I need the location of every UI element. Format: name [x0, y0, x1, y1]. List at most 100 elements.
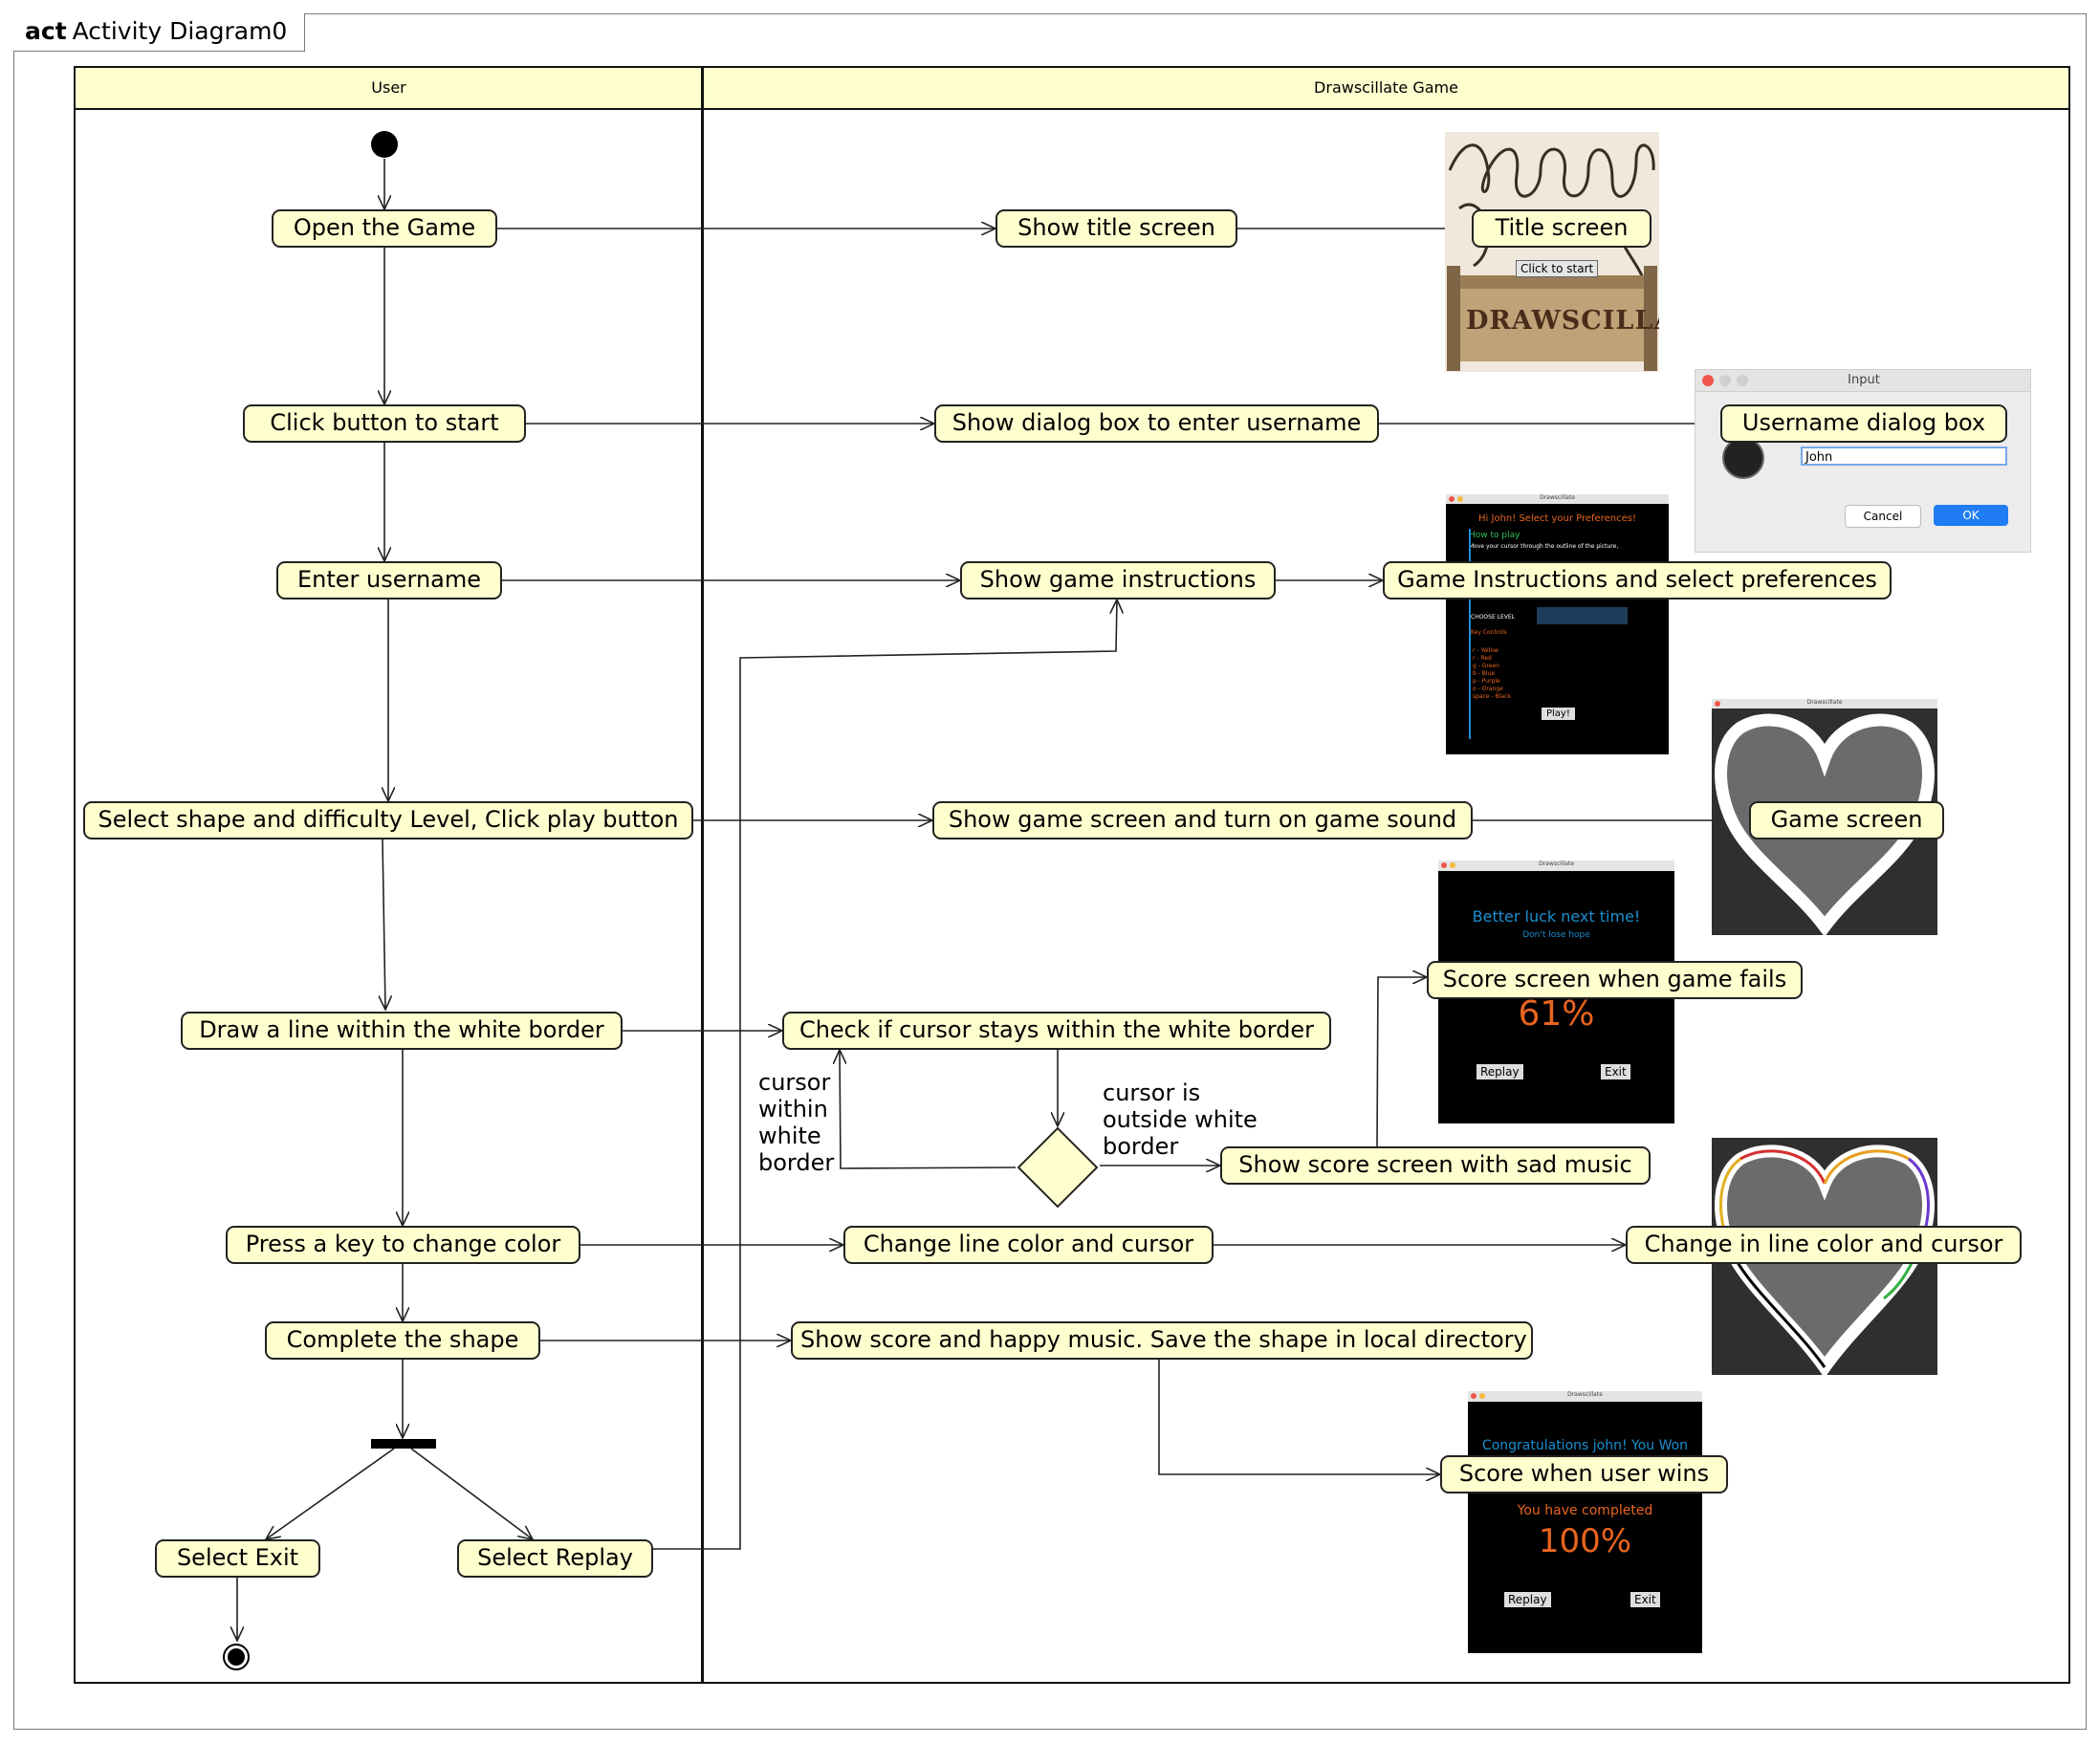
flow-decision-inside [840, 1050, 1017, 1169]
minimize-dot-icon[interactable] [1457, 496, 1463, 502]
node-color-change-screen: Change in line color and cursor [1626, 1226, 2022, 1264]
win-window-title: Drawscillate [1567, 1391, 1603, 1398]
action-select-replay: Select Replay [457, 1539, 653, 1578]
node-username-dialog: Username dialog box [1720, 404, 2007, 443]
lane-header-user: User [76, 68, 702, 110]
fail-window-title: Drawscillate [1539, 861, 1574, 867]
action-show-game-screen: Show game screen and turn on game sound [932, 801, 1473, 839]
win-titlebar: Drawscillate [1468, 1391, 1702, 1402]
action-complete-shape: Complete the shape [265, 1321, 540, 1360]
swimlane-container [74, 66, 2070, 1684]
key-item: g - Green [1473, 663, 1499, 669]
guard-outside-border: cursor is outside white border [1103, 1079, 1258, 1160]
java-app-icon [1722, 437, 1764, 479]
instructions-how-to-play: How to play [1469, 531, 1520, 540]
key-item: b - Blue [1473, 670, 1496, 677]
fail-titlebar: Drawscillate [1438, 861, 1674, 871]
fork-bar [371, 1439, 436, 1449]
minimize-dot-icon[interactable] [1719, 375, 1731, 386]
key-item: r - Red [1473, 655, 1492, 662]
dialog-cancel-button[interactable]: Cancel [1845, 505, 1921, 528]
dialog-username-input[interactable]: John [1801, 447, 2007, 466]
frame-title: Activity Diagram0 [72, 17, 288, 45]
instructions-titlebar: Drawscillate [1446, 494, 1669, 504]
action-show-instructions: Show game instructions [960, 561, 1276, 600]
win-score: 100% [1538, 1522, 1632, 1560]
instructions-window-title: Drawscillate [1540, 494, 1575, 501]
instructions-body: Move your cursor through the outline of … [1469, 543, 1619, 550]
action-select-exit: Select Exit [155, 1539, 320, 1578]
fail-headline: Better luck next time! [1472, 907, 1641, 926]
close-dot-icon[interactable] [1471, 1393, 1477, 1399]
action-select-shape: Select shape and difficulty Level, Click… [83, 801, 693, 839]
maze-doodle-image [1447, 143, 1657, 371]
guard-inside-border: cursor within white border [758, 1069, 835, 1176]
instructions-greeting: Hi John! Select your Preferences! [1478, 513, 1636, 524]
lane-divider [701, 68, 704, 1682]
key-item: p - Purple [1473, 678, 1500, 685]
flow-fork-exit [266, 1448, 395, 1539]
close-dot-icon[interactable] [1715, 701, 1720, 707]
dialog-title: Input [1848, 373, 1880, 387]
win-score-thumbnail: Drawscillate Congratulations john! You W… [1468, 1391, 1702, 1653]
action-check-cursor: Check if cursor stays within the white b… [782, 1012, 1331, 1050]
action-show-title: Show title screen [995, 209, 1237, 248]
node-title-screen: Title screen [1472, 209, 1652, 248]
fail-score: 61% [1518, 994, 1595, 1034]
lane-header-game: Drawscillate Game [704, 68, 2068, 110]
key-item: o - Orange [1473, 686, 1503, 692]
close-dot-icon[interactable] [1441, 862, 1447, 868]
instructions-level-label: CHOOSE LEVEL [1471, 614, 1516, 621]
flow-sad-failscreen [1376, 977, 1427, 1147]
minimize-dot-icon[interactable] [1479, 1393, 1485, 1399]
title-logo: DRAWSCILLATE [1466, 306, 1659, 336]
action-draw-line: Draw a line within the white border [181, 1012, 623, 1050]
fail-replay-button[interactable]: Replay [1477, 1064, 1523, 1079]
dialog-ok-button[interactable]: OK [1934, 505, 2008, 526]
flow-happy-winscreen [1158, 1360, 1440, 1474]
zoom-dot-icon[interactable] [1737, 375, 1748, 386]
action-show-happy-score: Show score and happy music. Save the sha… [791, 1321, 1533, 1360]
win-subline: You have completed [1517, 1503, 1653, 1518]
action-press-key: Press a key to change color [226, 1226, 580, 1264]
fail-exit-button[interactable]: Exit [1601, 1064, 1630, 1079]
instructions-keys-heading: Key Controls [1471, 629, 1507, 636]
game-window-title: Drawscillate [1806, 699, 1843, 706]
username-dialog-thumbnail: Input John Cancel OK [1695, 369, 2031, 553]
minimize-dot-icon[interactable] [1450, 862, 1455, 868]
action-open-game: Open the Game [272, 209, 497, 248]
title-screen-thumbnail: DRAWSCILLATE Click to start [1445, 132, 1659, 372]
final-node [223, 1644, 250, 1670]
instructions-divider [1469, 529, 1471, 739]
instructions-level-select[interactable] [1537, 607, 1628, 624]
initial-node [371, 131, 398, 158]
diagram-frame [13, 13, 2087, 1730]
win-headline: Congratulations john! You Won [1481, 1438, 1689, 1453]
action-click-start: Click button to start [243, 404, 526, 443]
node-fail-score-screen: Score screen when game fails [1427, 961, 1803, 999]
win-exit-button[interactable]: Exit [1630, 1592, 1660, 1607]
action-enter-username: Enter username [276, 561, 502, 600]
node-win-score-screen: Score when user wins [1440, 1455, 1728, 1493]
node-game-screen: Game screen [1749, 801, 1944, 839]
instructions-keys-list: r - Yellow r - Red g - Green b - Blue p … [1473, 647, 1511, 701]
action-change-color: Change line color and cursor [843, 1226, 1214, 1264]
win-replay-button[interactable]: Replay [1504, 1592, 1551, 1607]
frame-keyword: act [25, 17, 67, 45]
key-item: r - Yellow [1473, 647, 1498, 654]
flow-replay-instructions [653, 600, 1117, 1550]
node-instructions-screen: Game Instructions and select preferences [1383, 561, 1892, 600]
close-dot-icon[interactable] [1702, 375, 1714, 386]
dialog-titlebar: Input [1695, 370, 2030, 392]
instructions-play-button[interactable]: Play! [1542, 708, 1575, 720]
flow-fork-replay [410, 1448, 533, 1539]
game-titlebar: Drawscillate [1712, 699, 1937, 708]
instructions-thumbnail: Drawscillate Hi John! Select your Prefer… [1446, 494, 1669, 754]
fail-subline: Don't lose hope [1522, 930, 1590, 940]
action-show-dialog: Show dialog box to enter username [934, 404, 1379, 443]
title-start-button[interactable]: Click to start [1516, 260, 1599, 277]
close-dot-icon[interactable] [1449, 496, 1455, 502]
